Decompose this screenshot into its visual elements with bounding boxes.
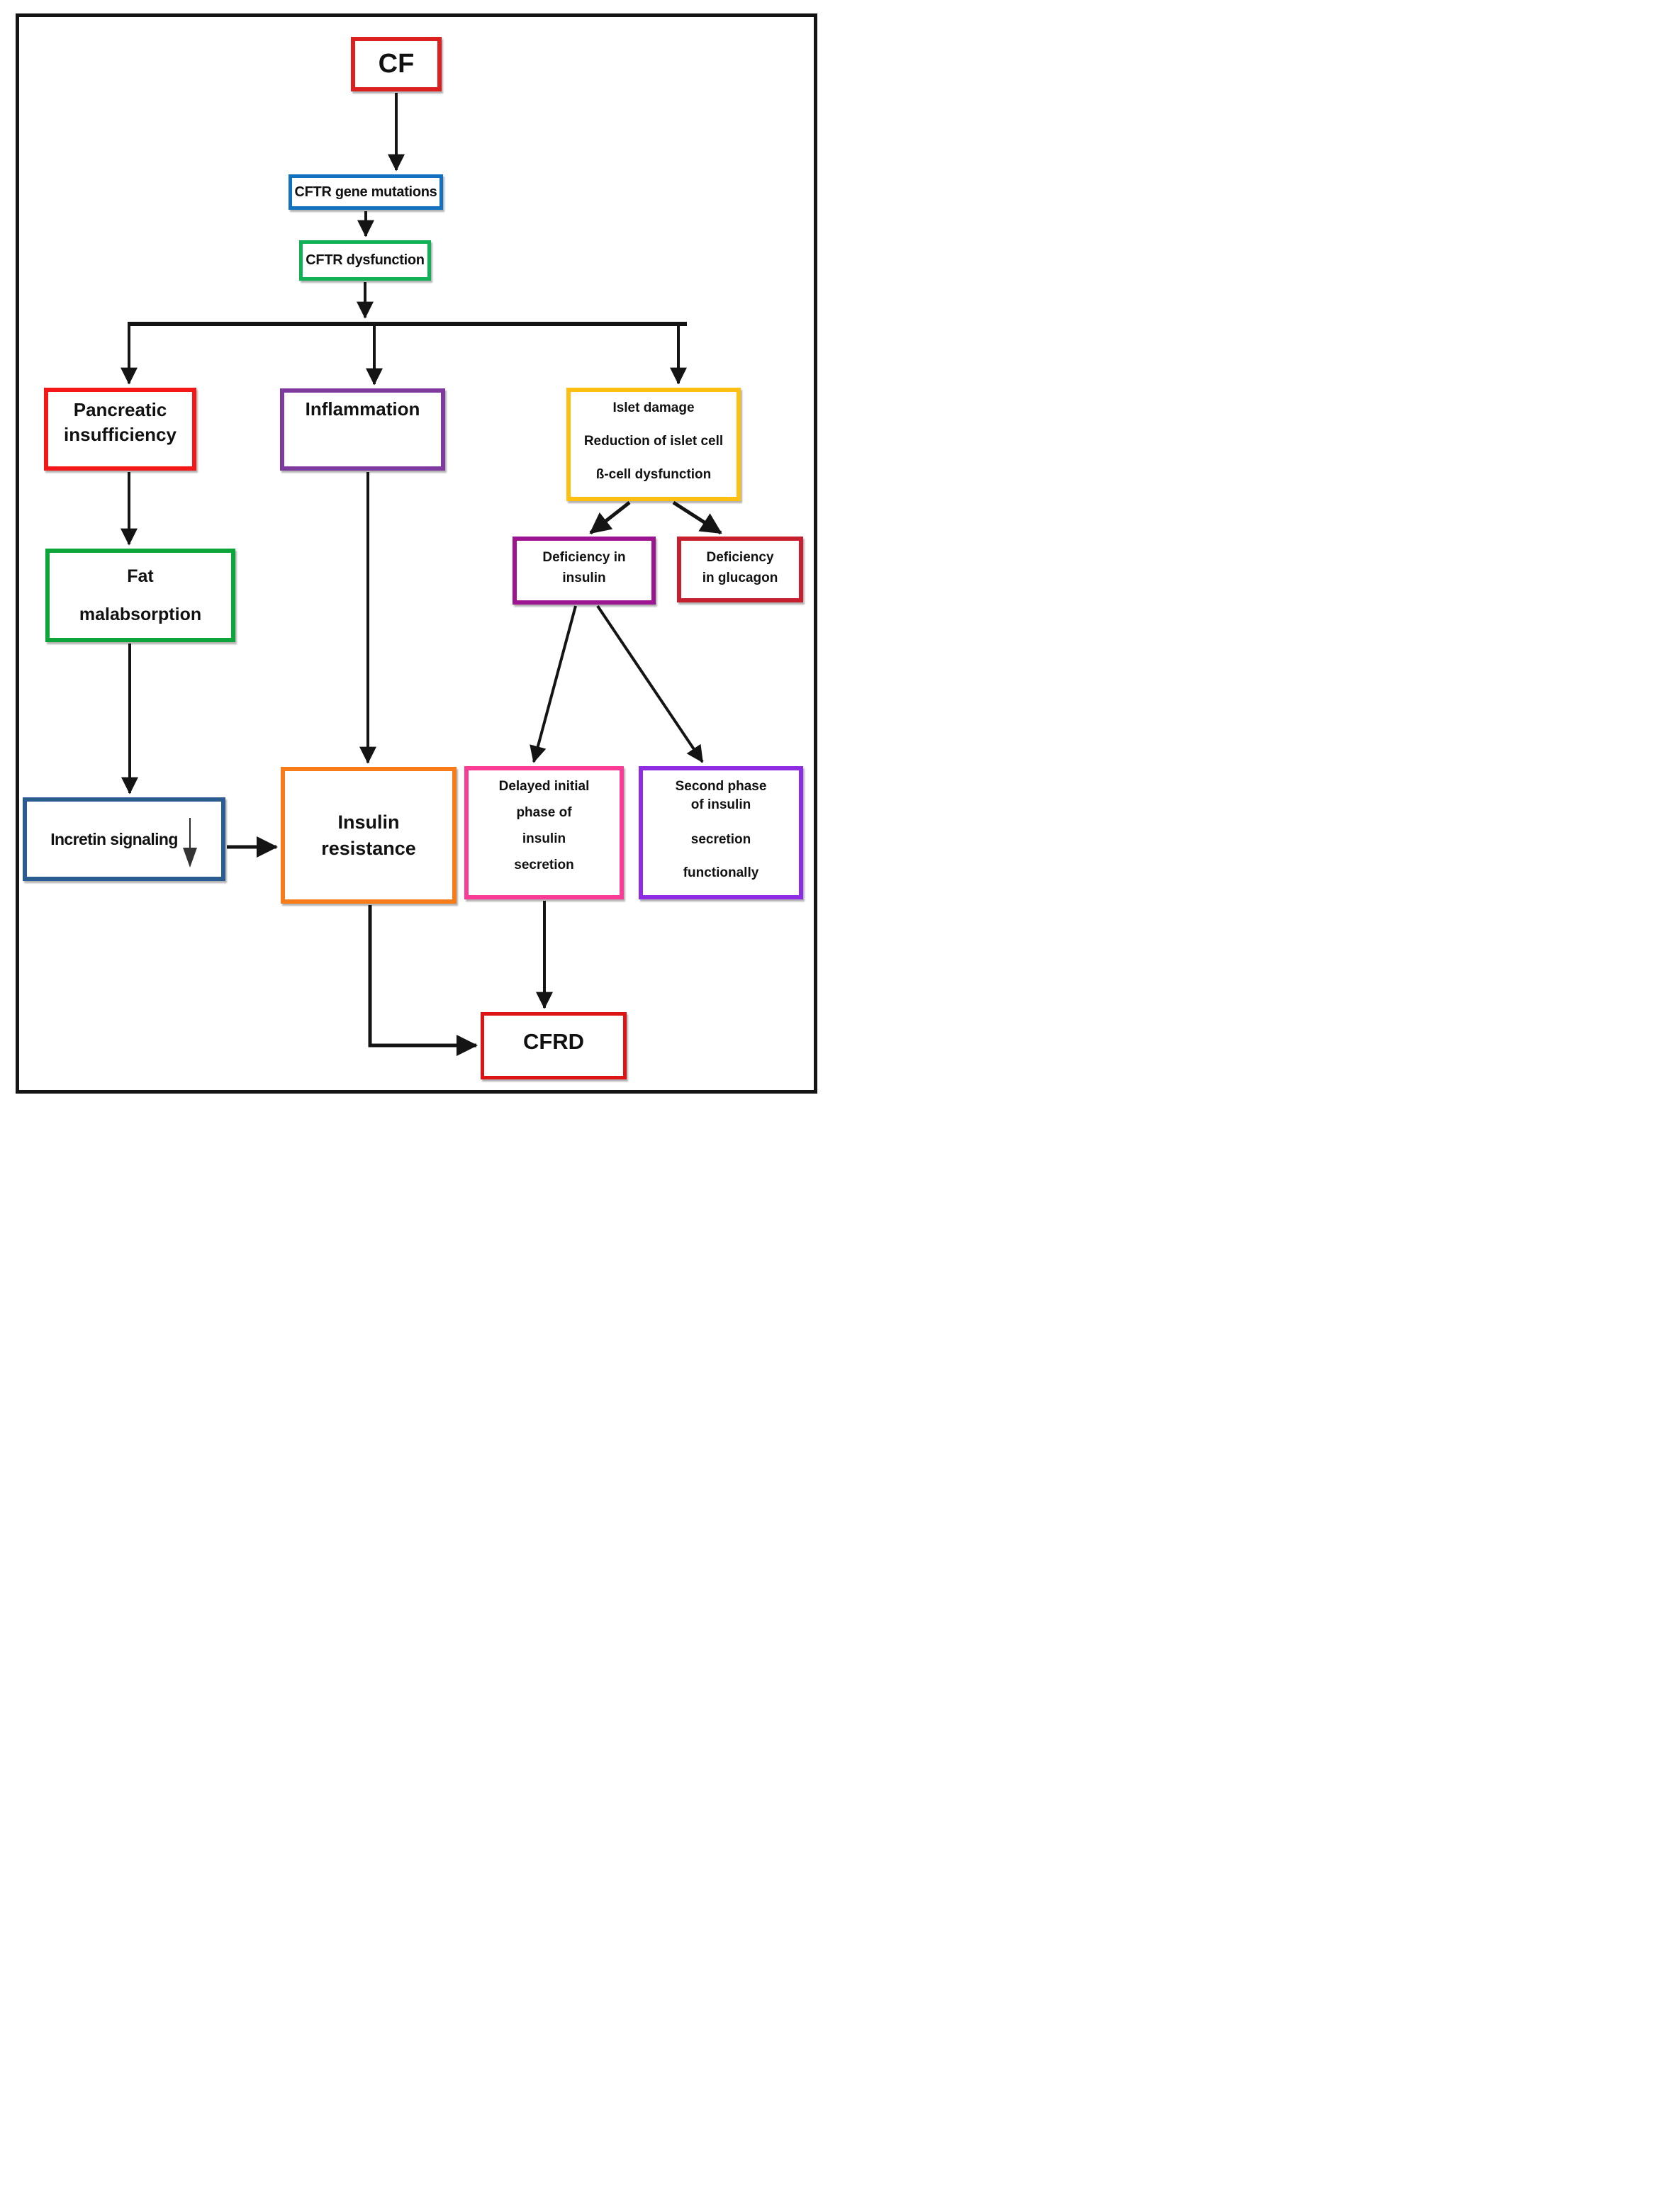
node-islet-damage-line: Reduction of islet cell (583, 434, 724, 449)
down-arrow-icon (182, 818, 197, 868)
node-incretin-signaling-label: Incretin signaling (50, 829, 178, 848)
edge-deficiency-insulin-to-second-phase (596, 605, 704, 763)
node-insulin-resistance-line: Insulin (337, 812, 400, 833)
edge-deficiency-insulin-to-delayed-phase (530, 605, 577, 763)
node-second-phase-group: Second phase of insulin (676, 777, 767, 814)
node-pancreatic-line: insufficiency (64, 424, 177, 446)
node-deficiency-insulin-line: insulin (562, 570, 606, 585)
connector-layer (121, 93, 722, 1056)
node-second-phase-line: Second phase (675, 779, 767, 794)
node-deficiency-glucagon-line: in glucagon (702, 570, 778, 585)
node-delayed-phase-line: Delayed initial (498, 779, 590, 794)
node-cftr-dysfunction-label: CFTR dysfunction (306, 252, 425, 268)
node-fat-malabsorption: Fat malabsorption (45, 549, 235, 642)
flowchart-page: CF CFTR gene mutations CFTR dysfunction … (0, 0, 832, 1106)
edge-islet-damage-to-deficiency-insulin (589, 501, 631, 534)
node-islet-damage-line: Islet damage (612, 400, 695, 415)
node-cftr-dysfunction: CFTR dysfunction (299, 240, 431, 281)
node-deficiency-glucagon: Deficiency in glucagon (677, 537, 803, 602)
node-delayed-phase: Delayed initial phase of insulin secreti… (464, 766, 624, 899)
node-delayed-phase-line: insulin (522, 831, 566, 847)
node-deficiency-insulin-line: Deficiency in (542, 550, 626, 565)
node-fat-malabsorption-line: Fat (127, 566, 154, 586)
node-cfrd: CFRD (481, 1012, 627, 1079)
node-fat-malabsorption-line: malabsorption (79, 604, 202, 624)
node-second-phase-line: functionally (683, 865, 759, 880)
node-second-phase: Second phase of insulin secretion functi… (639, 766, 803, 899)
node-islet-damage: Islet damage Reduction of islet cell ß-c… (566, 388, 741, 501)
node-delayed-phase-line: phase of (516, 805, 572, 821)
node-inflammation: Inflammation (280, 388, 445, 471)
node-cfrd-label: CFRD (522, 1028, 585, 1054)
node-cftr-gene-mutations: CFTR gene mutations (289, 174, 443, 210)
node-cf: CF (351, 37, 442, 91)
outer-frame (16, 13, 817, 1094)
node-cftr-gene-mutations-label: CFTR gene mutations (294, 184, 437, 200)
node-incretin-signaling: Incretin signaling (23, 797, 225, 881)
node-second-phase-line: secretion (690, 831, 751, 847)
node-insulin-resistance: Insulin resistance (281, 767, 457, 904)
node-delayed-phase-line: secretion (514, 858, 574, 873)
edge-islet-damage-to-deficiency-glucagon (672, 500, 722, 535)
node-inflammation-label: Inflammation (305, 398, 420, 420)
node-islet-damage-line: ß-cell dysfunction (595, 467, 712, 482)
node-pancreatic-line: Pancreatic (73, 399, 167, 420)
node-deficiency-insulin: Deficiency in insulin (513, 537, 656, 605)
node-pancreatic-insufficiency: Pancreatic insufficiency (44, 388, 196, 471)
node-cf-label: CF (378, 49, 415, 79)
node-deficiency-glucagon-line: Deficiency (706, 550, 774, 565)
node-insulin-resistance-line: resistance (321, 837, 416, 859)
node-second-phase-line: of insulin (690, 797, 751, 812)
edge-insulin-resistance-to-cfrd (368, 905, 478, 1056)
